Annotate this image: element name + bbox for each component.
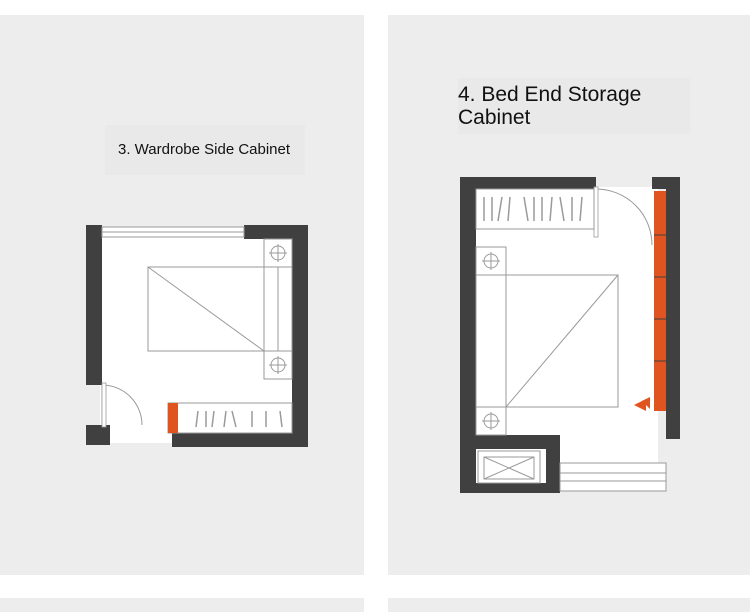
caption-bed-end-storage-cabinet: 4. Bed End Storage Cabinet	[458, 78, 690, 134]
caption-wardrobe-side-cabinet: 3. Wardrobe Side Cabinet	[105, 125, 305, 175]
wall-right	[292, 225, 308, 447]
bed	[147, 266, 279, 352]
floorplan-panel-bed-end: 4. Bed End Storage Cabinet	[388, 15, 750, 575]
wall-top-left	[460, 177, 596, 189]
wall-left-lower	[86, 425, 110, 445]
panel-bottom-right-partial	[388, 598, 750, 612]
floorplan-bed-end-drawing	[460, 177, 680, 493]
wall-left	[460, 177, 476, 493]
wardrobe	[475, 188, 595, 230]
wall-bottom-left	[460, 435, 560, 449]
bathroom-fixture	[477, 450, 541, 484]
bed	[475, 274, 619, 408]
panel-bottom-left-partial	[0, 598, 364, 612]
caption-line-2: Cabinet	[458, 106, 531, 129]
wall-left-upper	[86, 225, 102, 385]
floorplan-wardrobe-side-drawing	[86, 225, 308, 447]
wall-bottom	[460, 483, 560, 493]
bed-end-storage-cabinet	[654, 191, 666, 411]
side-cabinet-accent	[168, 403, 178, 433]
view-direction-marker	[634, 397, 650, 411]
caption-line-1: 4. Bed End Storage	[458, 83, 642, 106]
wall-bath-right	[546, 435, 560, 493]
window-bottom	[559, 462, 667, 492]
wardrobe	[167, 402, 293, 434]
wall-right	[666, 177, 680, 439]
wall-bottom	[172, 433, 308, 447]
floorplan-panel-wardrobe-side: 3. Wardrobe Side Cabinet	[0, 15, 364, 575]
